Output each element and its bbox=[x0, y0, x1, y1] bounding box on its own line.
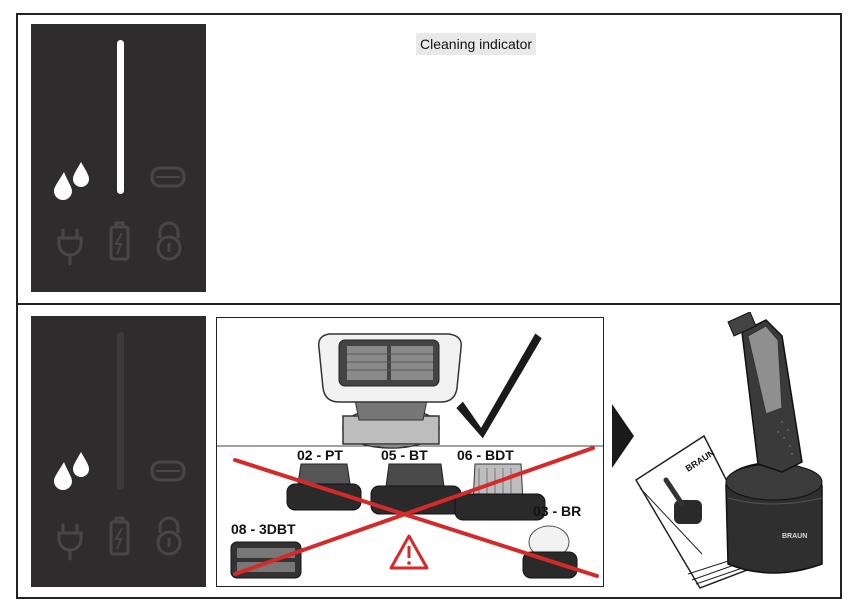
shaver-in-station bbox=[727, 312, 803, 473]
plug-icon bbox=[57, 523, 83, 561]
next-step-arrow-icon bbox=[612, 404, 634, 468]
lock-icon bbox=[156, 516, 182, 556]
red-cross bbox=[233, 446, 599, 578]
attachment-label-pt: 02 - PT bbox=[297, 447, 343, 463]
attachment-bt bbox=[370, 463, 462, 515]
cleaning-station: BRAUN bbox=[725, 461, 823, 574]
battery-icon bbox=[109, 516, 130, 556]
cleaning-station-illustration: BRAUN BRAUN bbox=[634, 312, 823, 589]
checkmark-icon bbox=[453, 330, 545, 442]
drops-icon bbox=[54, 452, 89, 490]
attachment-label-bdt: 06 - BDT bbox=[457, 447, 514, 463]
battery-icon bbox=[109, 221, 130, 261]
leaflet-shaver-image bbox=[663, 477, 702, 524]
cleaning-bar bbox=[117, 332, 124, 490]
brand-label-station: BRAUN bbox=[782, 533, 807, 540]
lock-icon bbox=[156, 221, 182, 261]
head-icon bbox=[150, 460, 186, 482]
cleaning-indicator-label: Cleaning indicator bbox=[416, 33, 537, 55]
warning-icon bbox=[389, 534, 429, 570]
row-divider bbox=[16, 303, 842, 305]
attachment-label-3dbt: 08 - 3DBT bbox=[231, 521, 296, 537]
shaver-display-bottom bbox=[31, 316, 206, 587]
attachment-br bbox=[522, 525, 578, 579]
drops-icon bbox=[54, 162, 89, 200]
attachment-panel: 02 - PT 05 - BT 06 - BDT 08 - 3DBT 03 - … bbox=[216, 317, 604, 587]
attachment-label-br: 03 - BR bbox=[533, 503, 581, 519]
instruction-table bbox=[16, 13, 842, 599]
head-icon bbox=[150, 166, 186, 188]
cleaning-bar bbox=[117, 40, 124, 194]
shaver-head-illustration bbox=[317, 333, 462, 449]
shaver-display-top bbox=[31, 24, 206, 292]
plug-icon bbox=[57, 228, 83, 266]
attachment-label-bt: 05 - BT bbox=[381, 447, 428, 463]
